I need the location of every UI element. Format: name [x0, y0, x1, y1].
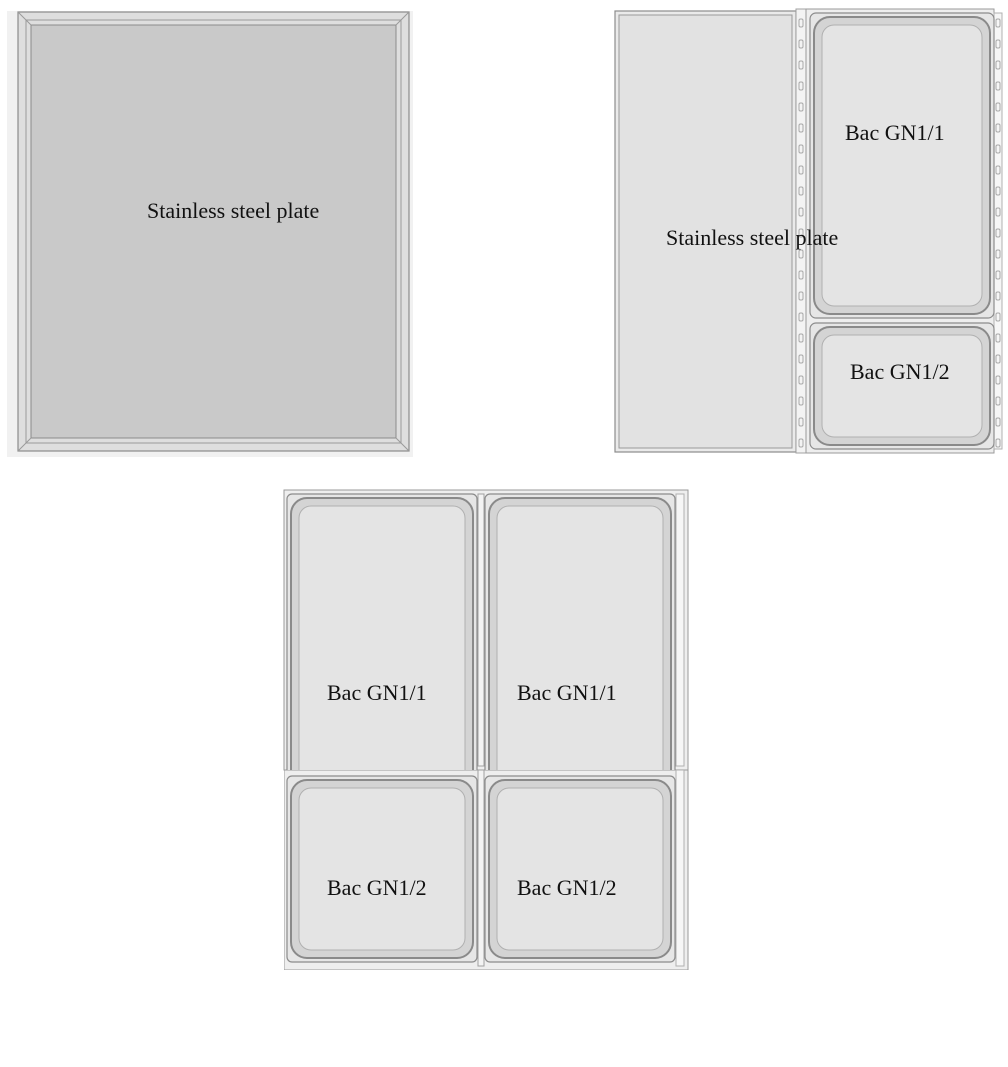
rail-notch — [798, 18, 804, 28]
rail-notch — [798, 438, 804, 448]
rail-notch — [995, 165, 1001, 175]
pan-gn12-label: Bac GN1/2 — [850, 359, 950, 384]
rail-notch — [995, 102, 1001, 112]
rail-notch — [798, 333, 804, 343]
rail-notch — [798, 291, 804, 301]
four-pans-bottom-diagram: Bac GN1/2 Bac GN1/2 — [284, 770, 689, 970]
side-rail — [675, 493, 685, 767]
plate-frame-inner — [25, 19, 402, 444]
rail-notch — [798, 270, 804, 280]
rail-notch — [995, 291, 1001, 301]
rail-notch — [798, 375, 804, 385]
rail-notch — [995, 207, 1001, 217]
config-four-pans: Bac GN1/1 Bac GN1/1 — [283, 489, 690, 855]
rail-notch — [798, 396, 804, 406]
rail-notch — [798, 123, 804, 133]
rail-notch — [995, 333, 1001, 343]
rail-notch — [995, 375, 1001, 385]
rail-notch — [995, 396, 1001, 406]
pan-gn11-label: Bac GN1/1 — [845, 120, 945, 145]
rail-notch — [798, 417, 804, 427]
config-plate-and-pans: Stainless steel plate Bac GN1/1 Bac GN1/… — [598, 5, 1008, 458]
rail-notch — [995, 417, 1001, 427]
rail-notch — [798, 228, 804, 238]
plate-label: Stainless steel plate — [147, 198, 319, 223]
config-single-plate: Stainless steel plate — [7, 11, 413, 457]
rail-notch — [995, 18, 1001, 28]
stainless-steel-plate — [618, 14, 793, 449]
rail-notch — [798, 39, 804, 49]
rail-notch — [995, 354, 1001, 364]
rail-notch — [798, 144, 804, 154]
config-four-pans-bottom: Bac GN1/2 Bac GN1/2 — [284, 770, 690, 970]
rail-notch — [798, 60, 804, 70]
rail-notch — [798, 186, 804, 196]
rail-notch — [995, 312, 1001, 322]
rail-notch — [995, 39, 1001, 49]
rail-notch — [798, 249, 804, 259]
rail-notch — [995, 144, 1001, 154]
rail-notch — [995, 60, 1001, 70]
plate-and-pans-diagram: Stainless steel plate Bac GN1/1 Bac GN1/… — [614, 8, 1003, 454]
pan-gn11-left-label: Bac GN1/1 — [327, 680, 427, 705]
rail-notch — [798, 165, 804, 175]
rail-notch — [995, 123, 1001, 133]
rail-notch — [798, 312, 804, 322]
rail-notch — [995, 438, 1001, 448]
pan-gn12-right-label: Bac GN1/2 — [517, 875, 617, 900]
rail-notch — [798, 354, 804, 364]
rail-notch — [995, 228, 1001, 238]
four-pans-diagram: Bac GN1/1 Bac GN1/1 — [283, 489, 689, 855]
single-plate-diagram: Stainless steel plate — [7, 11, 413, 457]
rail-notch — [995, 249, 1001, 259]
rail-notch — [995, 270, 1001, 280]
divider-rail — [477, 493, 485, 767]
rail-notch — [995, 81, 1001, 91]
side-rail — [675, 770, 685, 967]
stainless-steel-plate — [30, 24, 397, 439]
plate-label: Stainless steel plate — [666, 225, 838, 250]
rail-notch — [995, 186, 1001, 196]
divider-rail — [477, 770, 485, 967]
rail-notch — [798, 207, 804, 217]
pan-gn12-left-label: Bac GN1/2 — [327, 875, 427, 900]
rail-notch — [798, 102, 804, 112]
pan-gn11-right-label: Bac GN1/1 — [517, 680, 617, 705]
rail-notch — [798, 81, 804, 91]
